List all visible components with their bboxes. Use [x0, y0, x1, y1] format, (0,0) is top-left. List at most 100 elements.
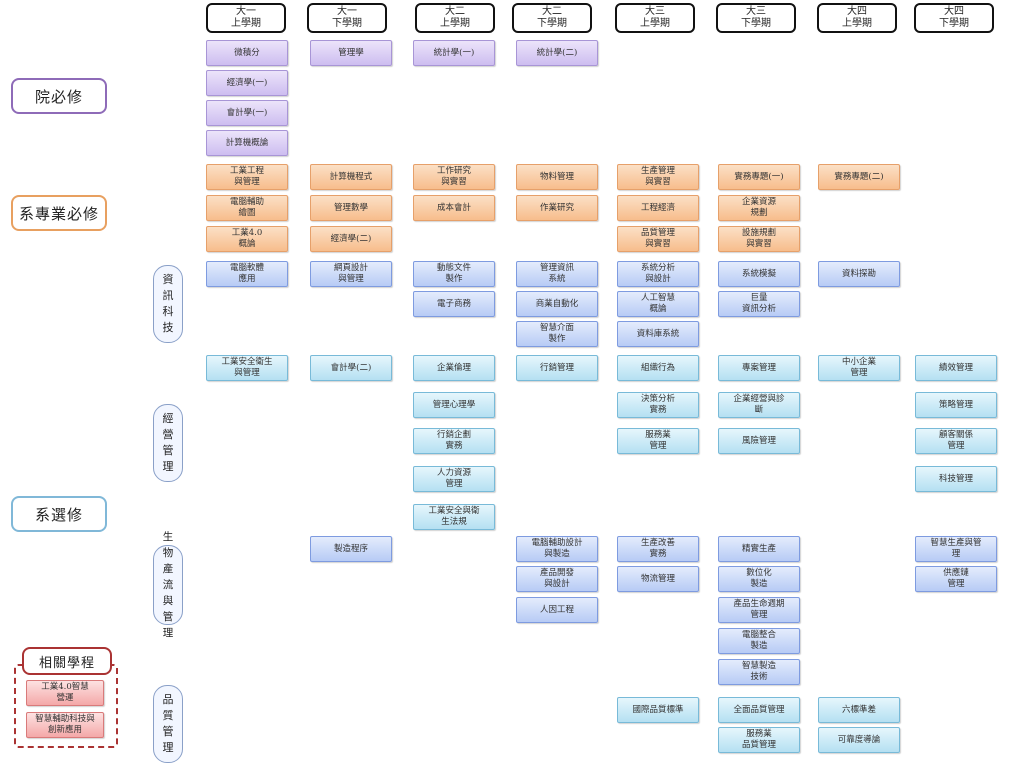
course-name-line: 人因工程 [539, 604, 574, 615]
course-name-line: 與管理 [338, 274, 364, 284]
course-name-line: 工程經濟 [640, 202, 675, 213]
course-name-line: 管理 [947, 441, 965, 451]
semester-term: 下學期 [537, 18, 567, 29]
course-name-line: 與實習 [746, 239, 772, 249]
course-box: 微積分 [206, 40, 288, 66]
course-name-line: 系統 [548, 274, 566, 284]
course-box: 人力資源管理 [413, 466, 495, 492]
course-box: 工程經濟 [617, 195, 699, 221]
course-name-line: 製造 [750, 641, 768, 651]
course-name-line: 智慧介面 [539, 323, 574, 333]
course-box: 智慧介面製作 [516, 321, 598, 347]
course-name-line: 全面品質管理 [733, 704, 785, 715]
course-box: 商業自動化 [516, 291, 598, 317]
course-box: 品質管理與實習 [617, 226, 699, 252]
course-box: 物流管理 [617, 566, 699, 592]
course-name-line: 與管理 [234, 368, 260, 378]
course-name-line: 資料探勘 [841, 268, 876, 279]
course-name-line: 與設計 [645, 274, 671, 284]
course-name-line: 系統模擬 [741, 268, 776, 279]
course-name-line: 產品生命週期 [733, 599, 785, 609]
course-box: 績效管理 [915, 355, 997, 381]
program-item: 工業4.0智慧營運 [26, 680, 104, 706]
program-item: 智慧輔助科技與創新應用 [26, 712, 104, 738]
course-box: 工業安全與衛生法規 [413, 504, 495, 530]
course-box: 專案管理 [718, 355, 800, 381]
course-box: 數位化製造 [718, 566, 800, 592]
course-box: 動態文件製作 [413, 261, 495, 287]
course-name-line: 與實習 [645, 239, 671, 249]
elective-group-management: 經營管理 [153, 404, 183, 482]
course-box: 行銷管理 [516, 355, 598, 381]
semester-year: 大三 [645, 6, 665, 17]
course-box: 企業倫理 [413, 355, 495, 381]
course-name-line: 生產改善 [640, 538, 675, 548]
semester-year: 大二 [445, 6, 465, 17]
course-box: 可靠度導論 [818, 727, 900, 753]
course-name-line: 資訊分析 [741, 304, 776, 314]
course-name-line: 電腦軟體 [229, 263, 264, 273]
course-name-line: 六標準差 [841, 704, 876, 715]
course-box: 全面品質管理 [718, 697, 800, 723]
semester-year: 大四 [847, 6, 867, 17]
course-name-line: 系統分析 [640, 263, 675, 273]
course-name-line: 實務 [649, 549, 667, 559]
course-name-line: 作業研究 [539, 202, 574, 213]
course-box: 設施規劃與實習 [718, 226, 800, 252]
course-name-line: 企業資源 [741, 197, 776, 207]
course-name-line: 品質管理 [640, 228, 675, 238]
course-name-line: 電腦輔助設計 [531, 538, 583, 548]
course-name-line: 工作研究 [436, 166, 471, 176]
course-name-line: 管理 [947, 579, 965, 589]
course-name-line: 實務專題(一) [734, 171, 784, 182]
course-box: 電腦整合製造 [718, 628, 800, 654]
course-box: 顧客關係管理 [915, 428, 997, 454]
course-name-line: 計算機程式 [329, 171, 373, 182]
course-box: 系統分析與設計 [617, 261, 699, 287]
semester-year: 大四 [944, 6, 964, 17]
course-name-line: 製造程序 [333, 543, 368, 554]
course-name-line: 概論 [649, 304, 667, 314]
category-dept-elective: 系選修 [11, 496, 107, 532]
course-box: 物料管理 [516, 164, 598, 190]
semester-header: 大四下學期 [914, 3, 994, 33]
course-name-line: 網頁設計 [333, 263, 368, 273]
course-box: 服務業管理 [617, 428, 699, 454]
course-name-line: 應用 [238, 274, 256, 284]
course-name-line: 與設計 [544, 579, 570, 589]
course-box: 製造程序 [310, 536, 392, 562]
course-box: 管理資訊系統 [516, 261, 598, 287]
course-name-line: 國際品質標準 [632, 704, 684, 715]
semester-term: 上學期 [440, 18, 470, 29]
course-name-line: 商業自動化 [535, 298, 579, 309]
course-name-line: 管理資訊 [539, 263, 574, 273]
course-name-line: 電腦整合 [741, 630, 776, 640]
course-name-line: 風險管理 [741, 435, 776, 446]
course-box: 產品生命週期管理 [718, 597, 800, 623]
course-name-line: 生法規 [441, 517, 467, 527]
course-name-line: 會計學(二) [330, 362, 372, 373]
course-name-line: 計算機概論 [225, 137, 269, 148]
semester-year: 大二 [542, 6, 562, 17]
course-box: 生產管理與實習 [617, 164, 699, 190]
course-name-line: 成本會計 [436, 202, 471, 213]
course-name-line: 數位化 [746, 568, 772, 578]
course-box: 生產改善實務 [617, 536, 699, 562]
course-box: 作業研究 [516, 195, 598, 221]
course-name-line: 科技管理 [938, 473, 973, 484]
course-name-line: 實務 [649, 405, 667, 415]
course-name-line: 專案管理 [741, 362, 776, 373]
course-box: 智慧製造技術 [718, 659, 800, 685]
semester-term: 上學期 [640, 18, 670, 29]
program-name-line: 創新應用 [47, 725, 82, 735]
course-name-line: 統計學(一) [433, 47, 475, 58]
course-name-line: 管理 [445, 479, 463, 489]
semester-term: 上學期 [842, 18, 872, 29]
course-name-line: 物流管理 [640, 573, 675, 584]
course-name-line: 管理 [850, 368, 868, 378]
course-name-line: 品質管理 [741, 740, 776, 750]
semester-year: 大一 [337, 6, 357, 17]
course-name-line: 生產管理 [640, 166, 675, 176]
course-box: 成本會計 [413, 195, 495, 221]
course-name-line: 供應鏈 [943, 568, 969, 578]
